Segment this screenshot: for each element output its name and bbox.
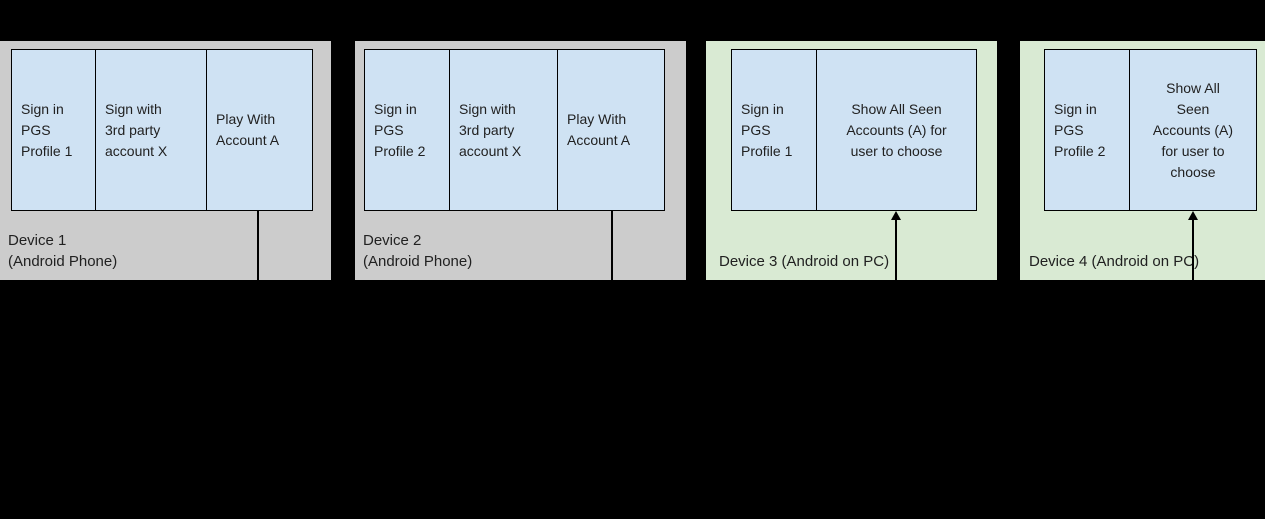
connector-line-down [257, 211, 259, 280]
step-box-play-with-account: Play With Account A [557, 49, 665, 211]
steps-row: Sign in PGS Profile 1 Show All Seen Acco… [731, 49, 977, 211]
device-label: Device 4 (Android on PC) [1029, 253, 1200, 270]
connector-line-down [611, 211, 613, 280]
steps-row: Sign in PGS Profile 1 Sign with 3rd part… [11, 49, 313, 211]
arrow-up-head-icon [1188, 211, 1198, 220]
steps-row: Sign in PGS Profile 2 Show All Seen Acco… [1044, 49, 1257, 211]
device-card-4: Sign in PGS Profile 2 Show All Seen Acco… [1020, 41, 1265, 280]
device-card-3: Sign in PGS Profile 1 Show All Seen Acco… [706, 41, 997, 280]
arrow-up-head-icon [891, 211, 901, 220]
step-box-show-all-seen-accounts: Show All Seen Accounts (A) for user to c… [1129, 49, 1257, 211]
step-box-sign-in-pgs: Sign in PGS Profile 1 [11, 49, 96, 211]
arrow-up-line [895, 219, 897, 280]
step-box-sign-with-3rd-party: Sign with 3rd party account X [449, 49, 558, 211]
step-box-play-with-account: Play With Account A [206, 49, 313, 211]
device-label: Device 1 (Android Phone) [8, 232, 118, 270]
steps-row: Sign in PGS Profile 2 Sign with 3rd part… [364, 49, 665, 211]
device-label: Device 3 (Android on PC) [719, 253, 890, 270]
step-box-sign-with-3rd-party: Sign with 3rd party account X [95, 49, 207, 211]
step-box-sign-in-pgs: Sign in PGS Profile 2 [364, 49, 450, 211]
step-box-show-all-seen-accounts: Show All Seen Accounts (A) for user to c… [816, 49, 977, 211]
step-box-sign-in-pgs: Sign in PGS Profile 2 [1044, 49, 1130, 211]
device-label: Device 2 (Android Phone) [363, 232, 473, 270]
step-box-sign-in-pgs: Sign in PGS Profile 1 [731, 49, 817, 211]
device-card-2: Sign in PGS Profile 2 Sign with 3rd part… [355, 41, 686, 280]
device-card-1: Sign in PGS Profile 1 Sign with 3rd part… [0, 41, 331, 280]
arrow-up-line [1192, 219, 1194, 280]
